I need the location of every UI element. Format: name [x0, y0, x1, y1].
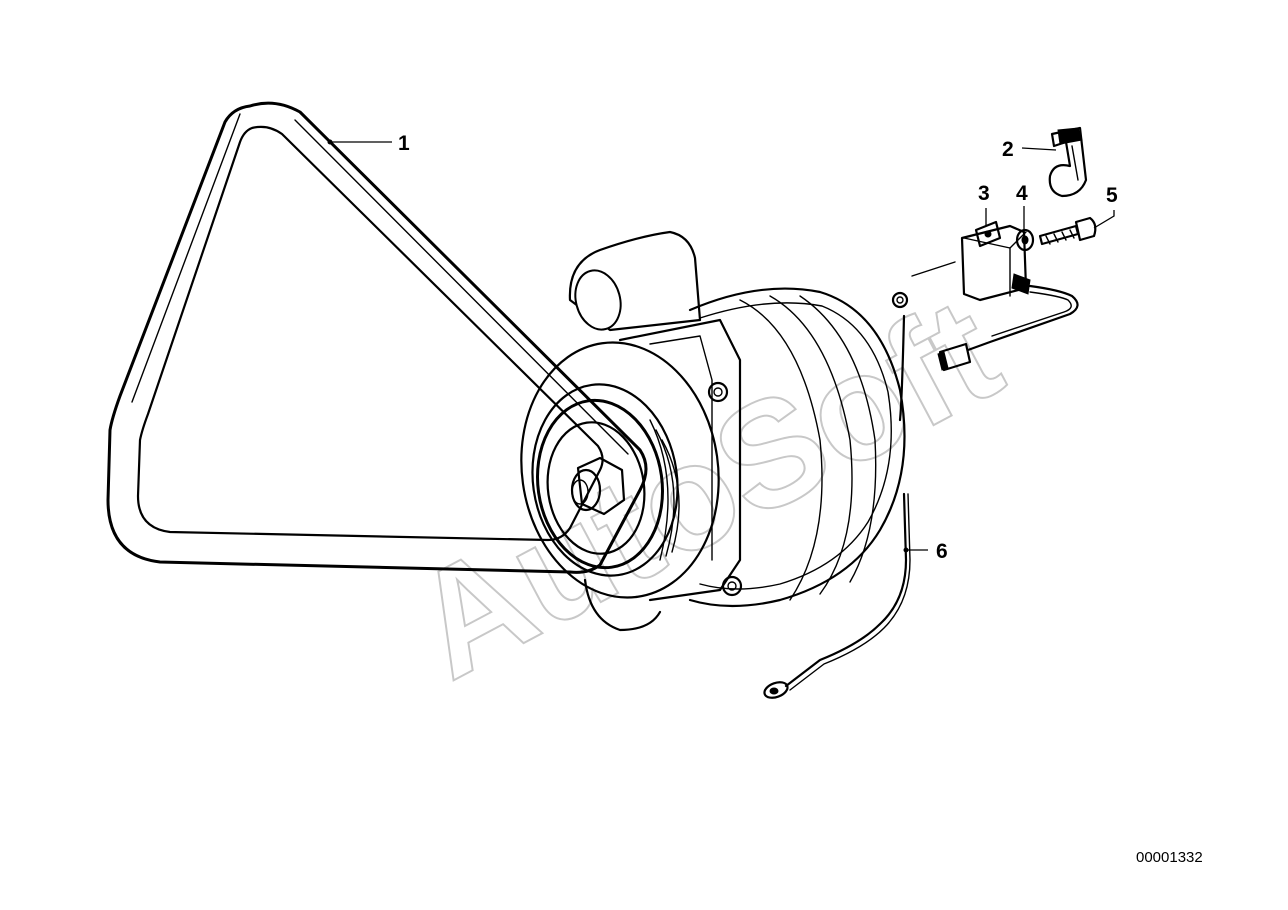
ground-cable: [763, 314, 911, 699]
washer-part: [1015, 228, 1035, 252]
capacitor-part: [960, 220, 1031, 302]
screw-part: [1038, 216, 1097, 246]
clip-part: [1048, 126, 1088, 198]
alignment-line: [911, 261, 956, 277]
callout-6: 6: [936, 540, 948, 563]
alternator: [520, 230, 909, 632]
leader-lines: [327, 139, 1115, 553]
document-number: 00001332: [1136, 849, 1203, 866]
callout-4: 4: [1016, 182, 1028, 205]
capacitor-cable: [937, 284, 1079, 372]
callout-labels: 1 2 3 4 5 6: [398, 132, 1118, 563]
callout-1: 1: [398, 132, 410, 155]
callout-3: 3: [978, 182, 990, 205]
callout-2: 2: [1002, 138, 1014, 161]
callout-5: 5: [1106, 184, 1118, 207]
v-belt: [106, 101, 648, 574]
